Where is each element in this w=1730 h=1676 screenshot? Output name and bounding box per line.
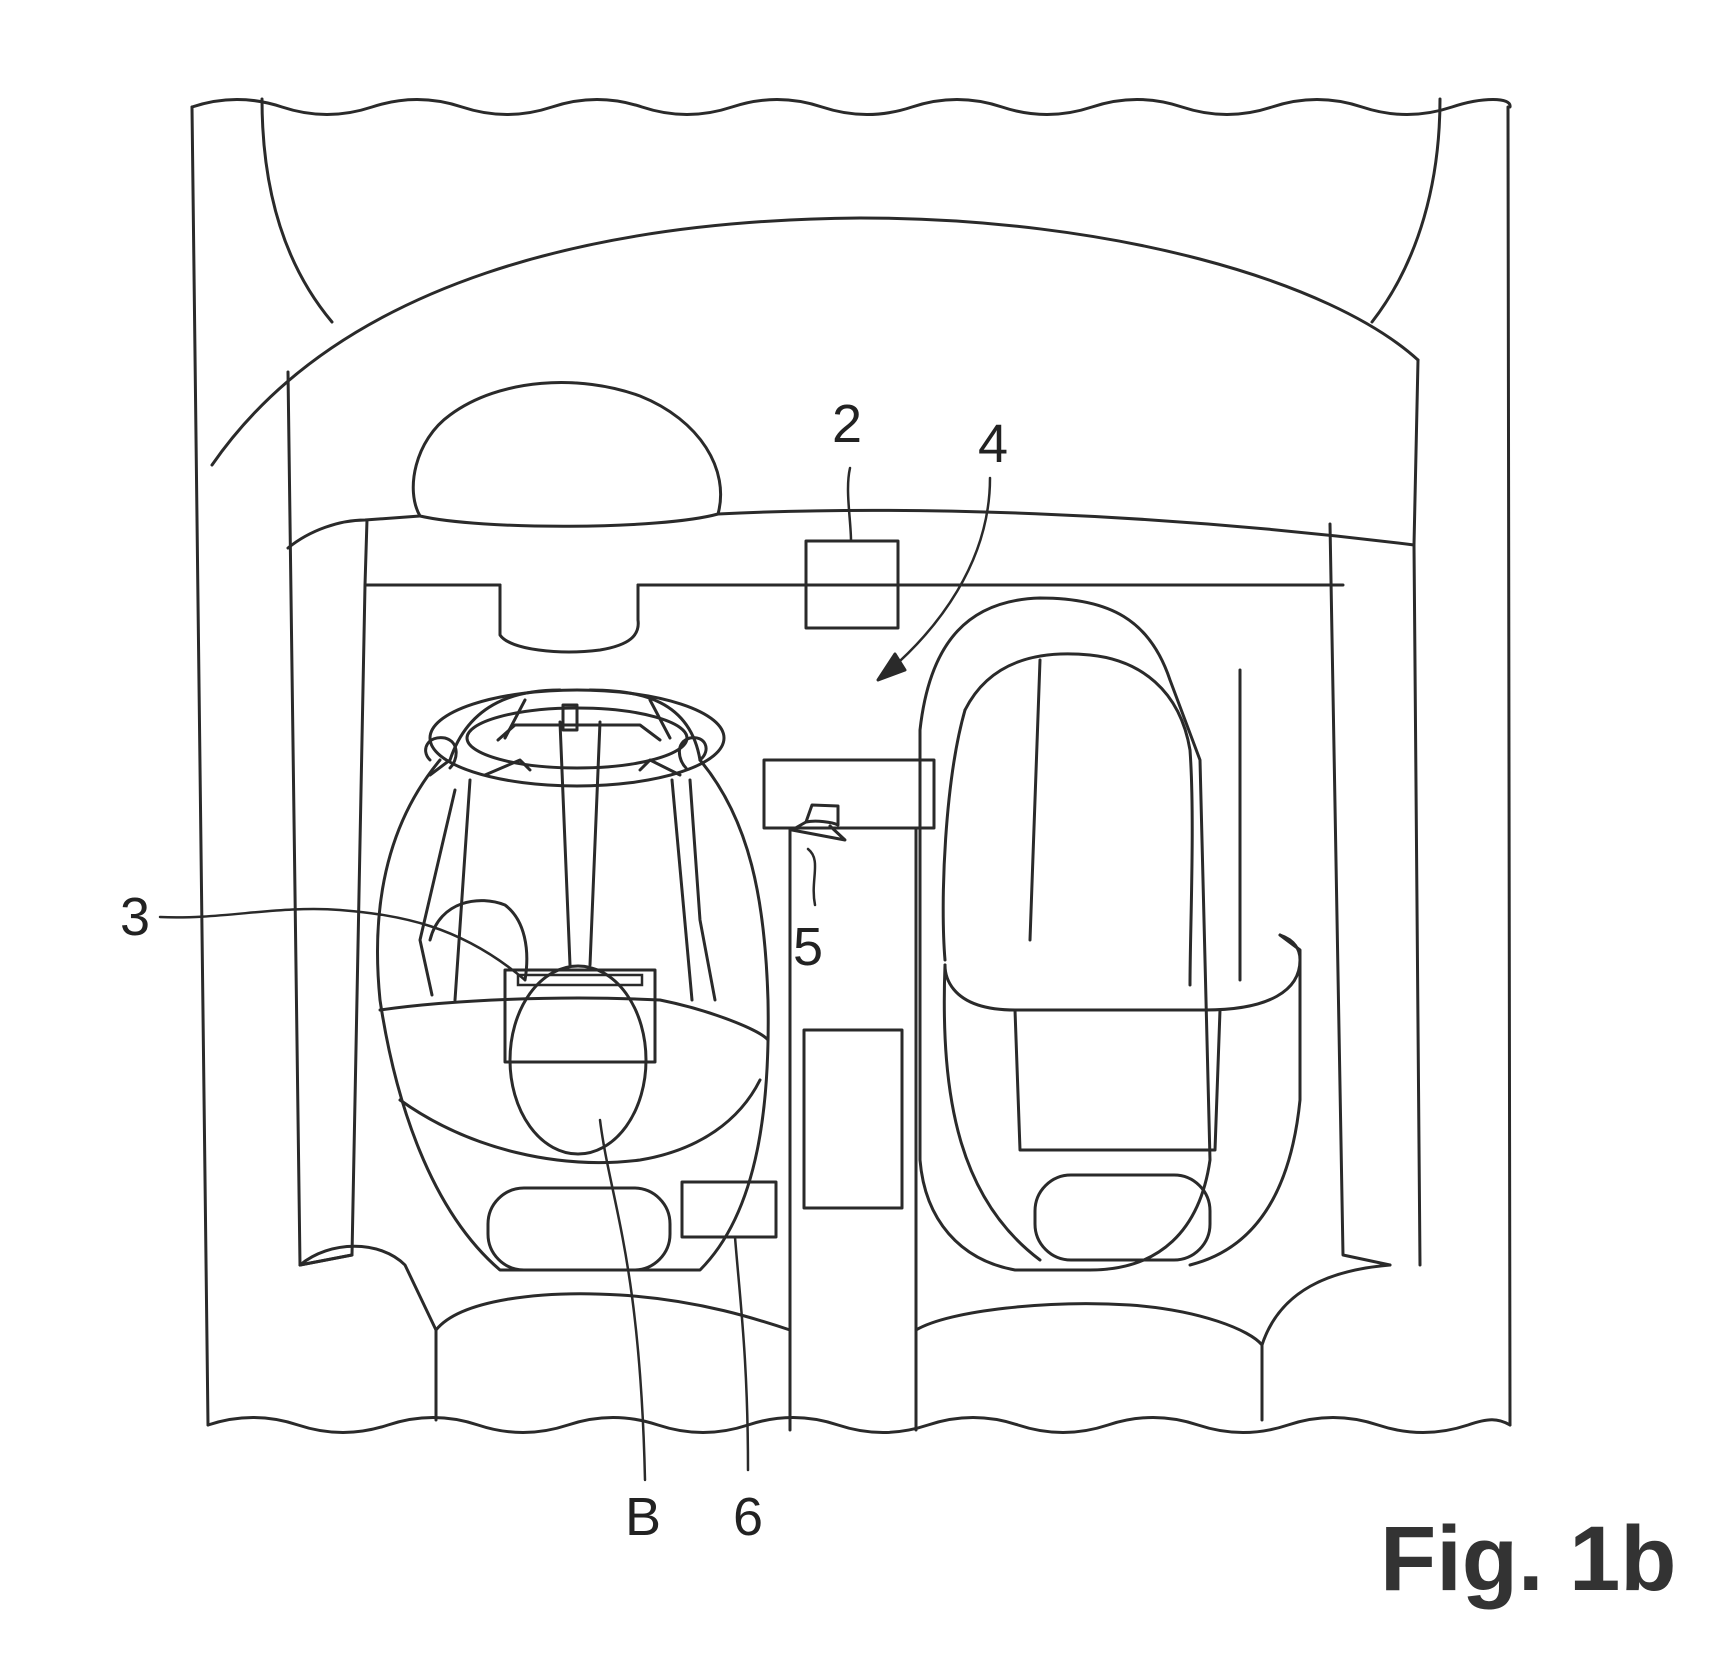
center-console xyxy=(680,758,936,1472)
label-6: 6 xyxy=(733,1487,763,1547)
label-5: 5 xyxy=(793,917,823,977)
label-2: 2 xyxy=(832,394,862,454)
dashboard xyxy=(286,381,1416,1267)
floor-area xyxy=(298,1244,1392,1422)
leader-lines xyxy=(158,476,992,1482)
label-B: B xyxy=(625,1487,661,1547)
label-4: 4 xyxy=(978,414,1008,474)
vehicle-outline xyxy=(190,97,1512,1434)
label-3: 3 xyxy=(120,887,150,947)
passenger-seat xyxy=(918,596,1302,1272)
reference-labels: 2 4 3 5 B 6 Fig. 1b xyxy=(120,394,1676,1610)
driver-seat xyxy=(376,688,770,1272)
figure-caption: Fig. 1b xyxy=(1380,1508,1676,1610)
control-unit-box xyxy=(804,466,900,630)
